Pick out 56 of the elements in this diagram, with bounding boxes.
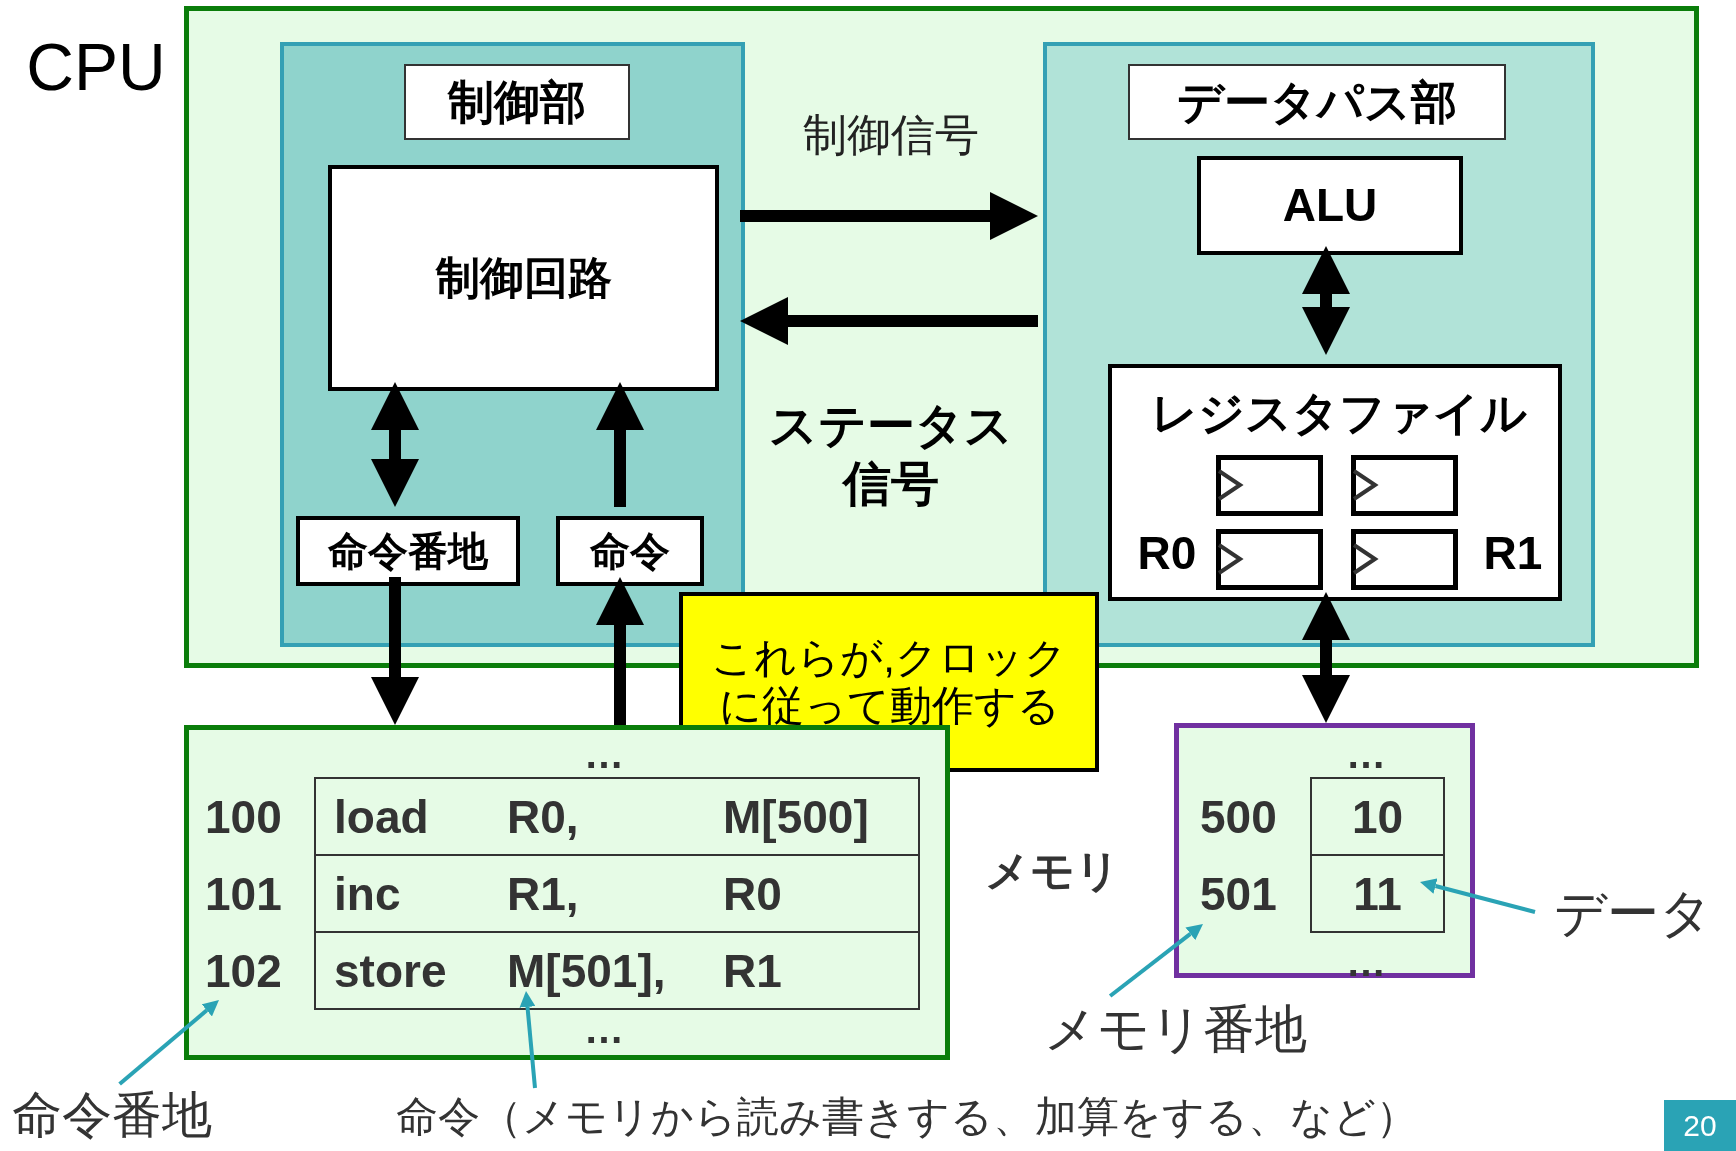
process-box — [328, 165, 719, 391]
callout-text: 命令（メモリから読み書きする、加算をする、など） — [292, 1088, 1522, 1146]
memory-box — [1174, 723, 1475, 978]
arrow — [596, 577, 644, 725]
table-cell-text: R0, — [507, 790, 579, 845]
memory-box — [184, 725, 950, 1060]
address-label: 101 — [205, 867, 282, 922]
box-label: 命令 — [589, 528, 671, 575]
memory-label: メモリ — [985, 845, 1120, 897]
table-cell-text: M[500] — [723, 790, 869, 845]
ellipsis: … — [584, 1006, 624, 1053]
panel-heading: データパス部 — [1128, 64, 1506, 140]
register-label: R1 — [1482, 525, 1544, 581]
arrow — [371, 382, 419, 507]
arrow — [596, 382, 644, 507]
callout-text: メモリ番地 — [1010, 996, 1340, 1064]
address-label: 102 — [205, 944, 282, 999]
address-label: 500 — [1200, 790, 1277, 845]
register-file-box — [1108, 364, 1562, 601]
table-cell-text: R1 — [723, 944, 782, 999]
ellipsis: … — [584, 731, 624, 778]
table-cell-text: store — [334, 944, 447, 999]
callout-text: データ — [1535, 878, 1730, 950]
table-cell-text: inc — [334, 867, 401, 922]
table-cell-text: R1, — [507, 867, 579, 922]
leader-line — [1420, 878, 1536, 914]
box-label: 制御回路 — [434, 251, 613, 304]
leader-line — [118, 1000, 219, 1086]
arrow — [1302, 592, 1350, 723]
callout-text: 命令番地 — [4, 1084, 219, 1148]
address-label: 501 — [1200, 867, 1277, 922]
process-box — [1197, 156, 1463, 255]
table-cell-text: 10 — [1350, 790, 1405, 845]
box-label: レジスタファイル — [1150, 385, 1528, 441]
arrow — [371, 577, 419, 725]
arrow — [1302, 246, 1350, 355]
address-label: 100 — [205, 790, 282, 845]
ellipsis: … — [1346, 731, 1386, 778]
process-box — [296, 516, 520, 586]
page-number: 20 — [1664, 1100, 1736, 1151]
box-label: 命令番地 — [327, 528, 489, 575]
panel-heading: 制御部 — [404, 64, 630, 140]
arrow — [740, 192, 1038, 240]
box-label: ALU — [1281, 178, 1379, 234]
leader-line — [1108, 924, 1203, 998]
ellipsis: … — [1346, 939, 1386, 986]
note-text: これらが,クロックに従って動作する — [710, 632, 1068, 731]
cpu-title: CPU — [25, 31, 167, 105]
unit-panel — [280, 42, 745, 647]
arrow — [740, 297, 1038, 345]
process-box — [556, 516, 704, 586]
register-label: R0 — [1136, 525, 1198, 581]
table-cell-text: load — [334, 790, 429, 845]
table-cell-text: M[501], — [507, 944, 666, 999]
table-cell-text: 11 — [1352, 867, 1403, 922]
table-cell-text: R0 — [723, 867, 782, 922]
